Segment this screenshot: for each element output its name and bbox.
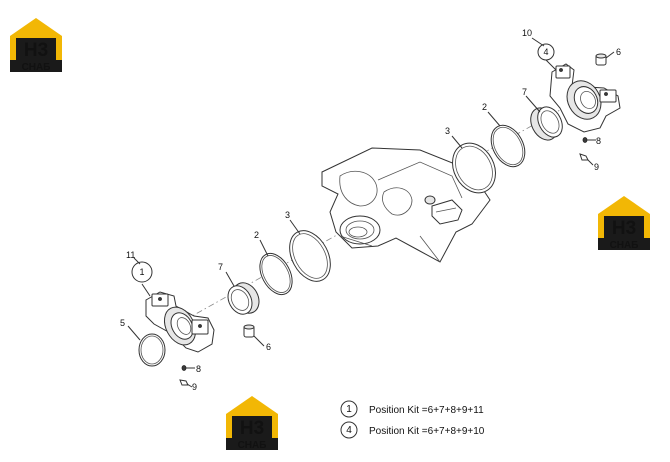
screw-8-right [582, 137, 592, 143]
leader-lines [127, 37, 615, 388]
callout-8-right: 8 [596, 136, 601, 146]
logo-right: H3 СНАБ [598, 196, 650, 251]
legend-text-4: Position Kit =6+7+8+9+10 [369, 426, 485, 437]
central-housing [321, 147, 491, 263]
callout-2-right: 2 [482, 102, 487, 112]
logo-mark-text: H3 [24, 40, 48, 61]
callout-6-right: 6 [616, 47, 621, 57]
callout-11: 11 [126, 250, 135, 260]
callout-4: 4 [543, 47, 548, 57]
callout-7-left: 7 [218, 262, 223, 272]
callout-10: 10 [522, 28, 532, 38]
logo-bottom: H3 СНАБ [226, 396, 278, 451]
callout-3-left: 3 [285, 210, 290, 220]
callout-7-right: 7 [522, 87, 527, 97]
o-ring-5 [138, 333, 166, 367]
legend: 1 Position Kit =6+7+8+9+11 4 Position Ki… [340, 400, 485, 439]
logo-brand-text: СНАБ [22, 62, 51, 73]
callout-9-right: 9 [594, 162, 599, 172]
callout-8-left: 8 [196, 364, 201, 374]
callout-1: 1 [139, 267, 144, 277]
callout-circle-1 [131, 261, 153, 283]
bushing-7-left [227, 282, 260, 315]
legend-marker-1: 1 [346, 404, 352, 415]
legend-marker-circle-4 [340, 421, 358, 439]
callout-5: 5 [120, 318, 125, 328]
legend-text-1: Position Kit =6+7+8+9+11 [369, 405, 484, 416]
callout-9-left: 9 [192, 382, 197, 392]
o-ring-2-right [490, 124, 526, 168]
logo-top-left: H3 СНАБ [10, 18, 62, 73]
bearing-bracket-10 [549, 63, 621, 133]
pin-6-right [595, 53, 607, 66]
fitting-9-left [179, 379, 189, 386]
bushing-7-right [530, 106, 563, 141]
o-ring-2-left [259, 252, 293, 296]
callout-6-left: 6 [266, 342, 271, 352]
seal-ring-3-left [289, 230, 331, 282]
callout-circle-4 [537, 43, 555, 61]
screw-8-left [181, 365, 191, 371]
legend-marker-circle-1 [340, 400, 358, 418]
logo-mark-text: H3 [240, 418, 264, 439]
legend-marker-4: 4 [346, 425, 352, 436]
callout-3-right: 3 [445, 126, 450, 136]
logo-brand-text: СНАБ [610, 240, 639, 251]
bearing-bracket-11 [145, 291, 215, 353]
fitting-9-right [579, 153, 589, 161]
logo-brand-text: СНАБ [238, 440, 267, 451]
seal-ring-3-right [452, 142, 496, 194]
pin-6-left [243, 324, 255, 338]
callout-2-left: 2 [254, 230, 259, 240]
logo-mark-text: H3 [612, 218, 636, 239]
callout-labels: 10 4 6 7 2 3 8 9 3 2 7 6 11 1 5 8 9 [120, 28, 621, 392]
